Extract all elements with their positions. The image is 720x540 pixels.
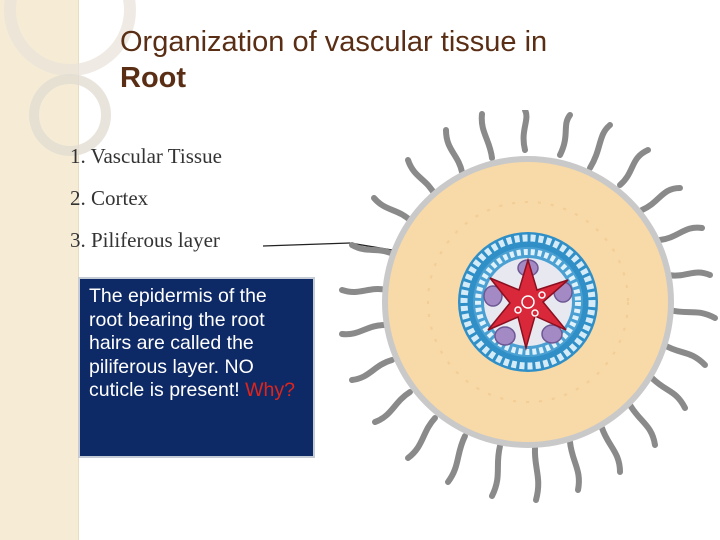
title-line-2: Root: [120, 62, 187, 95]
list-item: 3. Piliferous layer: [70, 224, 222, 266]
pericycle-cells: [475, 249, 581, 355]
info-text: The epidermis of the root bearing the ro…: [89, 285, 267, 402]
info-box: The epidermis of the root bearing the ro…: [78, 277, 315, 458]
xylem-vessels: [514, 291, 546, 317]
list-label: Cortex: [91, 186, 149, 210]
list-number: 3.: [70, 228, 86, 252]
parts-list: 1. Vascular Tissue 2. Cortex 3. Pilifero…: [70, 140, 222, 266]
info-emphasis: Why?: [245, 379, 295, 402]
list-item: 2. Cortex: [70, 182, 222, 224]
list-item: 1. Vascular Tissue: [70, 140, 222, 182]
cortex-cells: [427, 201, 629, 403]
slide-title: Organization of vascular tissue in Root: [120, 24, 547, 97]
title-line-1: Organization of vascular tissue in: [120, 26, 548, 58]
list-label: Vascular Tissue: [90, 144, 222, 168]
endodermis-cells: [460, 234, 596, 370]
xylem-star: [487, 257, 569, 351]
decorative-rings: [4, 0, 136, 156]
list-label: Piliferous layer: [91, 228, 220, 252]
root-cross-section: [339, 110, 718, 503]
list-number: 1.: [70, 144, 86, 168]
list-number: 2.: [70, 186, 86, 210]
